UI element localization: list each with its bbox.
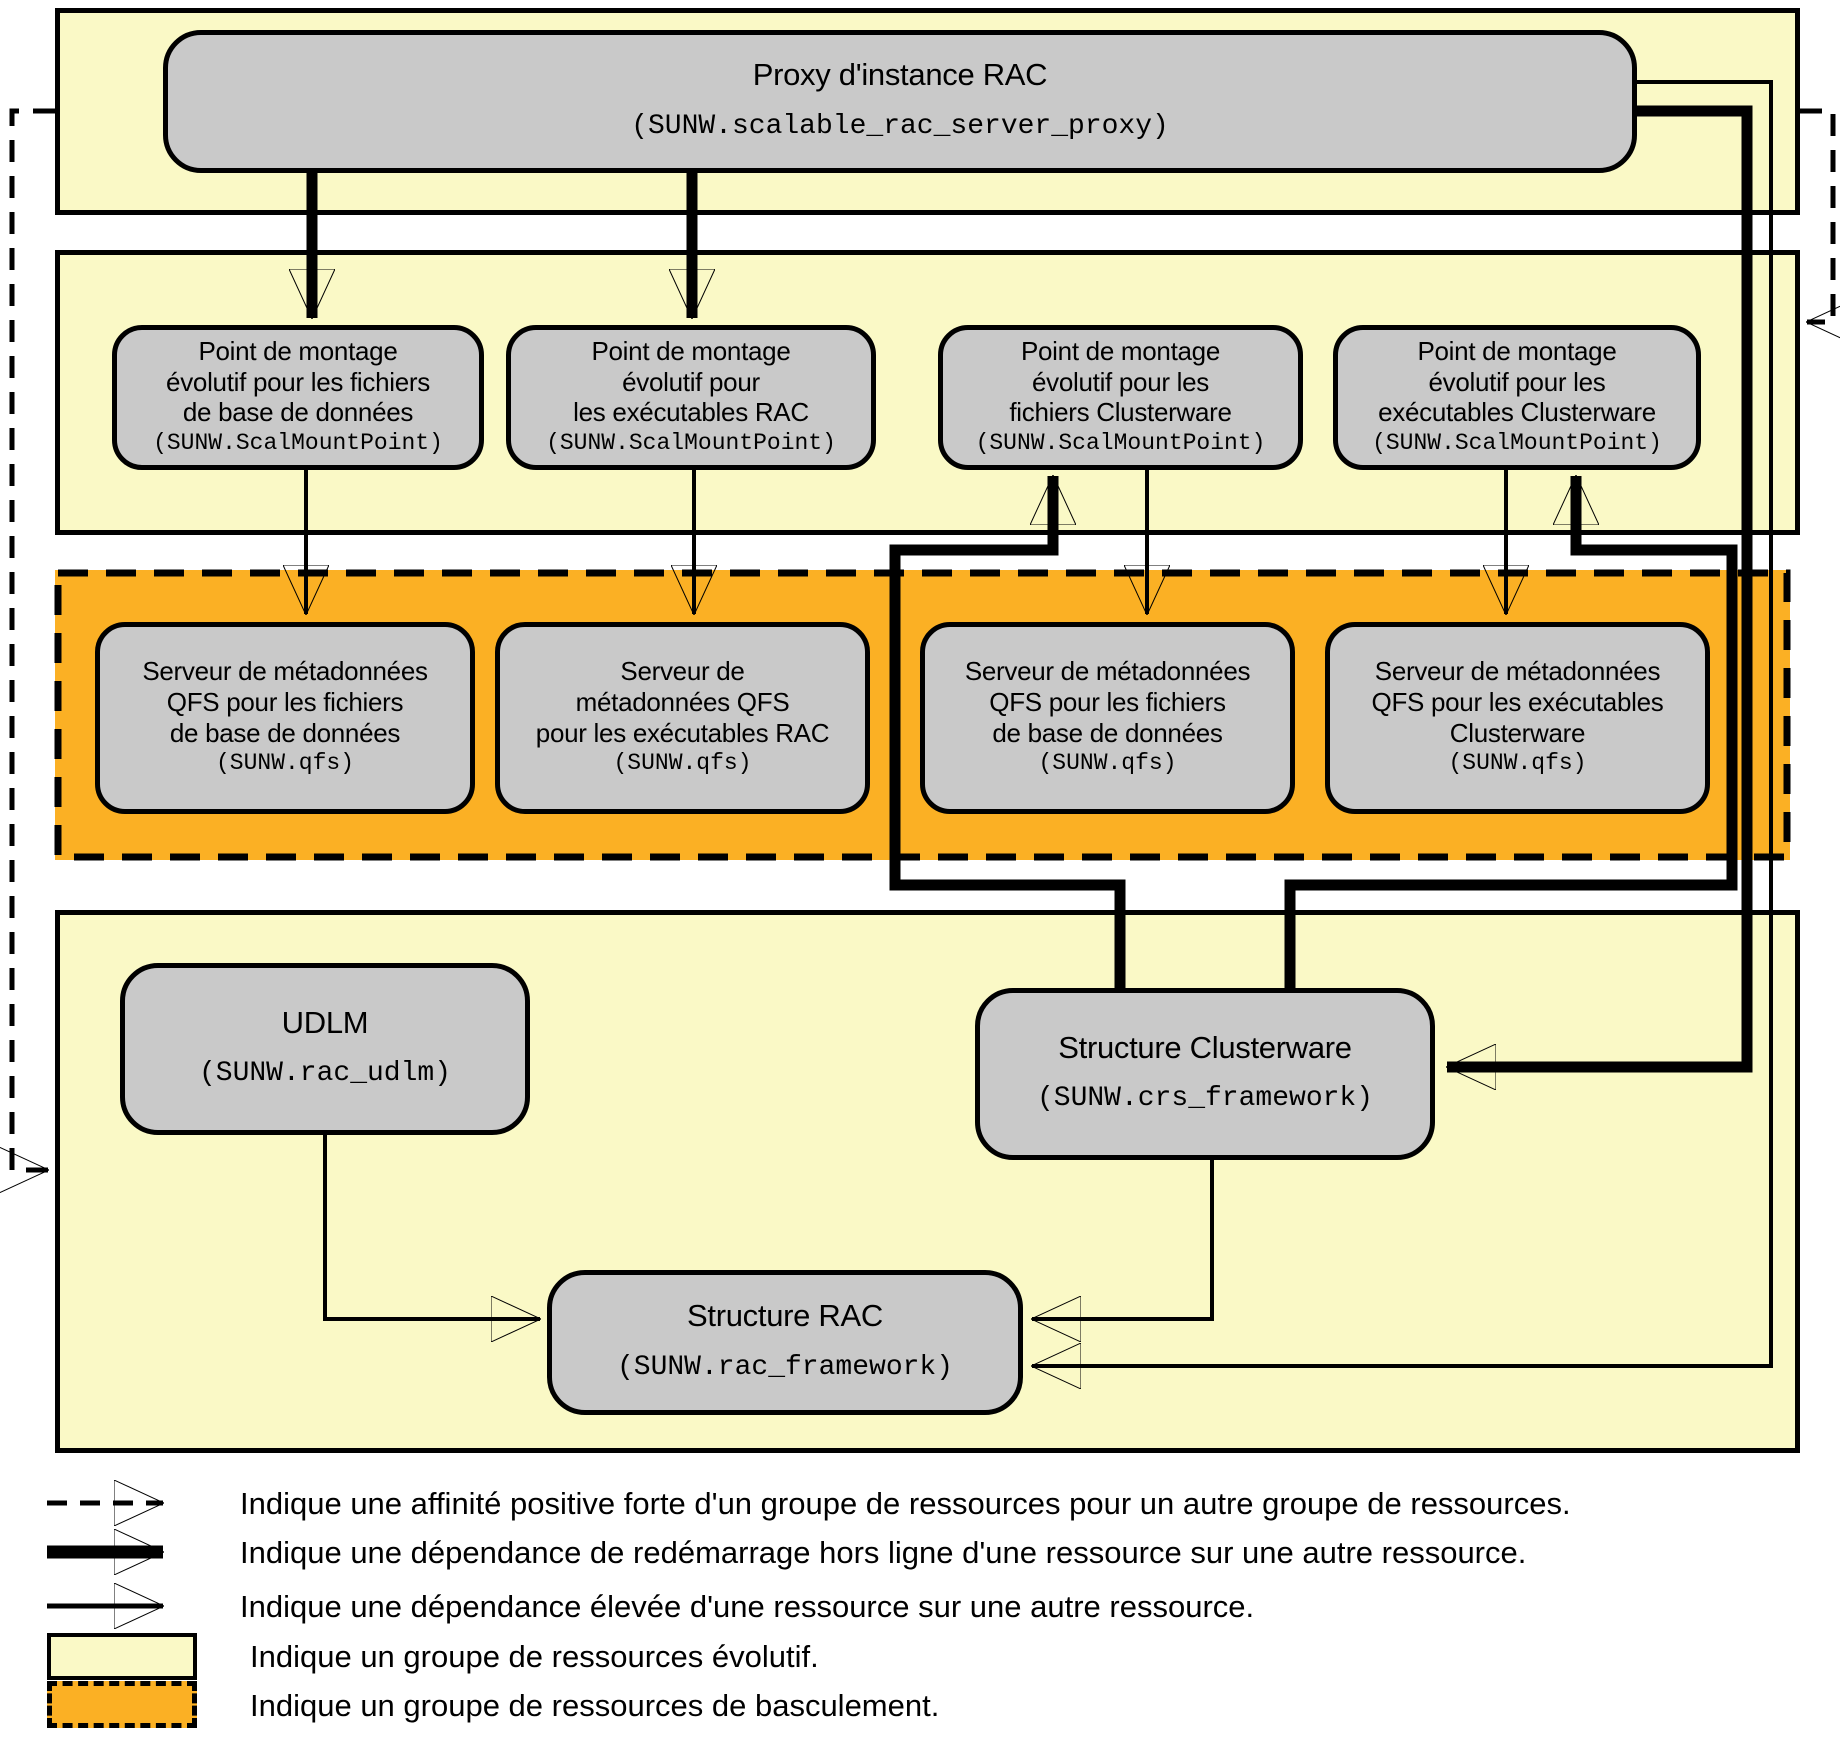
resource-title: Point de montage évolutif pour les fichi… <box>1009 335 1232 428</box>
resource-rac-framework: Structure RAC (SUNW.rac_framework) <box>547 1270 1023 1415</box>
resource-mount-crs-files: Point de montage évolutif pour les fichi… <box>938 325 1303 470</box>
affinity-proxy-group-to-mount-point-group <box>1800 108 1833 322</box>
arrow-crs-framework-to-mount-crs-files <box>889 476 1126 1000</box>
resource-title: Serveur de métadonnées QFS pour les fich… <box>142 656 428 748</box>
resource-title: Structure Clusterware <box>1058 1029 1352 1065</box>
resource-code: (SUNW.ScalMountPoint) <box>1372 429 1662 456</box>
resource-title: Structure RAC <box>687 1298 883 1334</box>
resource-proxy-code: (SUNW.scalable_rac_server_proxy) <box>631 110 1169 142</box>
legend-strong-dependency-label: Indique une dépendance élevée d'une ress… <box>240 1589 1255 1624</box>
resource-qfs-crs-binaries: Serveur de métadonnées QFS pour les exéc… <box>1325 622 1710 814</box>
arrow-crs-framework-to-rac-framework <box>1032 1158 1214 1319</box>
arrow-proxy-to-rac-framework <box>1032 80 1773 1366</box>
resource-title: Point de montage évolutif pour les exécu… <box>1378 335 1656 428</box>
resource-code: (SUNW.qfs) <box>613 750 752 777</box>
arrow-proxy-to-crs-framework <box>1447 105 1753 1067</box>
legend-failover-group-label: Indique un groupe de ressources de bascu… <box>250 1688 940 1723</box>
resource-title: Point de montage évolutif pour les exécu… <box>573 335 809 428</box>
resource-title: Point de montage évolutif pour les fichi… <box>166 335 430 428</box>
resource-code: (SUNW.crs_framework) <box>1036 1083 1374 1115</box>
resource-code: (SUNW.rac_framework) <box>616 1351 954 1383</box>
resource-qfs-db-files: Serveur de métadonnées QFS pour les fich… <box>95 622 475 814</box>
legend-strong-affinity-label: Indique une affinité positive forte d'un… <box>240 1486 1571 1521</box>
resource-mount-crs-binaries: Point de montage évolutif pour les exécu… <box>1333 325 1701 470</box>
resource-udlm: UDLM (SUNW.rac_udlm) <box>120 963 530 1135</box>
affinity-proxy-group-to-rac-framework-group <box>12 108 55 1170</box>
legend-failover-group-swatch-icon <box>47 1681 197 1728</box>
resource-code: (SUNW.qfs) <box>1038 750 1177 777</box>
legend-offline-restart-label: Indique une dépendance de redémarrage ho… <box>240 1535 1527 1570</box>
resource-title: Serveur de métadonnées QFS pour les exéc… <box>1371 656 1664 748</box>
resource-crs-framework: Structure Clusterware (SUNW.crs_framewor… <box>975 988 1435 1160</box>
resource-mount-db-files: Point de montage évolutif pour les fichi… <box>112 325 484 470</box>
resource-code: (SUNW.rac_udlm) <box>198 1058 452 1090</box>
legend-scalable-group-label: Indique un groupe de ressources évolutif… <box>250 1639 819 1674</box>
resource-code: (SUNW.qfs) <box>215 750 355 777</box>
resource-code: (SUNW.qfs) <box>1448 750 1587 777</box>
resource-qfs-db-files-2: Serveur de métadonnées QFS pour les fich… <box>920 622 1295 814</box>
resource-code: (SUNW.ScalMountPoint) <box>153 429 443 456</box>
resource-proxy: Proxy d'instance RAC (SUNW.scalable_rac_… <box>163 30 1637 173</box>
resource-qfs-rac-binaries: Serveur de métadonnées QFS pour les exéc… <box>495 622 870 814</box>
resource-code: (SUNW.ScalMountPoint) <box>975 429 1266 456</box>
resource-code: (SUNW.ScalMountPoint) <box>546 429 836 456</box>
resource-title: Serveur de métadonnées QFS pour les exéc… <box>535 656 830 748</box>
resource-mount-rac-binaries: Point de montage évolutif pour les exécu… <box>506 325 876 470</box>
resource-title: Serveur de métadonnées QFS pour les fich… <box>964 656 1251 748</box>
legend-scalable-group-swatch-icon <box>47 1633 197 1680</box>
resource-title: UDLM <box>281 1004 369 1040</box>
resource-proxy-title: Proxy d'instance RAC <box>752 57 1048 93</box>
arrow-crs-framework-to-mount-crs-binaries <box>1284 476 1738 1000</box>
arrow-udlm-to-rac-framework <box>323 1133 540 1319</box>
failover-group-dashed-border <box>54 569 1791 861</box>
